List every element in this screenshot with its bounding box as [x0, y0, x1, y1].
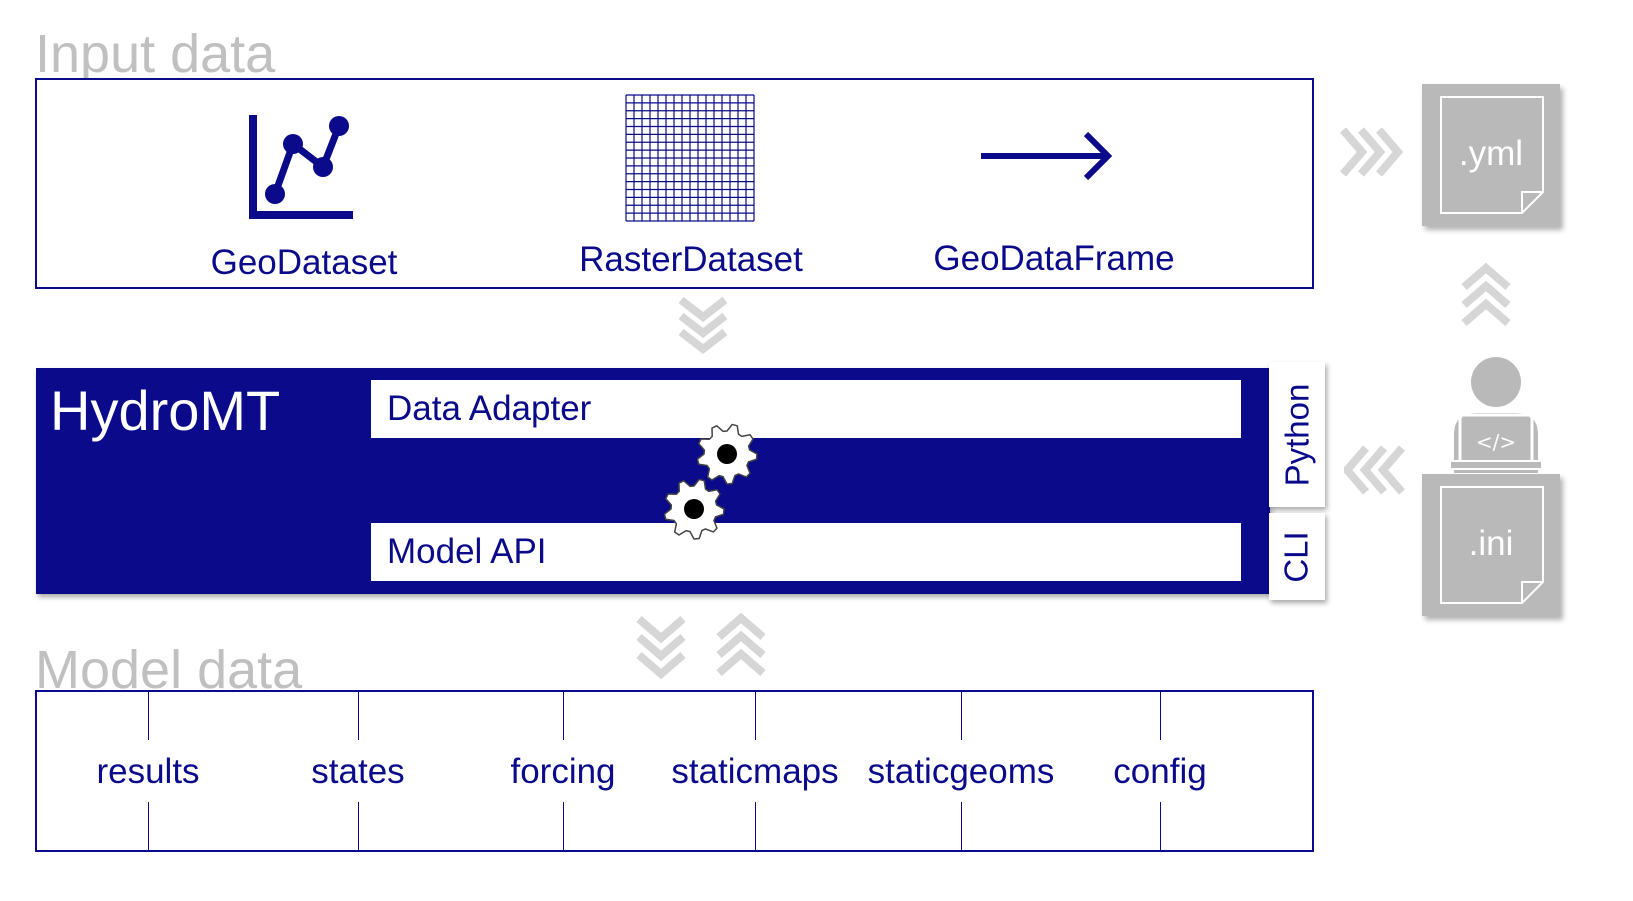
divider [961, 802, 962, 850]
divider [563, 692, 564, 740]
divider [755, 802, 756, 850]
python-tab[interactable]: Python [1269, 362, 1325, 507]
hydromt-title: HydroMT [50, 379, 281, 442]
chevron-right-icon [1340, 127, 1404, 177]
line-chart-icon [249, 115, 353, 219]
model-api-bar: Model API [371, 523, 1241, 581]
file-outline-icon [1440, 96, 1544, 214]
model-item-staticgeoms: staticgeoms [867, 752, 1055, 791]
arrow-right-icon [981, 131, 1113, 181]
chevron-down-icon [678, 297, 728, 355]
model-item-config: config [1113, 752, 1207, 791]
divider [358, 692, 359, 740]
divider [755, 692, 756, 740]
geodataframe-label: GeoDataFrame [933, 239, 1175, 278]
model-item-forcing: forcing [510, 752, 616, 791]
divider [148, 692, 149, 740]
chevron-left-icon [1344, 445, 1406, 495]
cli-tab-label: CLI [1277, 530, 1315, 583]
data-adapter-bar: Data Adapter [371, 380, 1241, 438]
chevron-down-icon [636, 616, 686, 680]
yml-file-label: .yml [1458, 134, 1524, 173]
divider [961, 692, 962, 740]
model-item-results: results [96, 752, 200, 791]
model-data-box [35, 690, 1314, 852]
gear-icon [696, 423, 758, 485]
model-data-title: Model data [35, 640, 303, 700]
gear-icon [663, 478, 725, 540]
divider [358, 802, 359, 850]
yml-file-icon: .yml [1422, 84, 1560, 226]
input-data-title: Input data [35, 24, 276, 84]
svg-text:</>: </> [1476, 430, 1516, 454]
cli-tab[interactable]: CLI [1269, 513, 1325, 600]
divider [148, 802, 149, 850]
chevron-up-icon [1461, 262, 1511, 327]
user-laptop-icon: </> [1449, 357, 1543, 473]
python-tab-label: Python [1278, 383, 1315, 486]
model-item-states: states [311, 752, 405, 791]
model-item-staticmaps: staticmaps [671, 752, 839, 791]
ini-file-icon: .ini [1422, 474, 1560, 616]
divider [1160, 802, 1161, 850]
geodataset-label: GeoDataset [210, 243, 398, 282]
grid-icon [625, 94, 755, 222]
divider [1160, 692, 1161, 740]
divider [563, 802, 564, 850]
chevron-up-icon [716, 612, 766, 677]
ini-file-label: .ini [1468, 524, 1514, 563]
rasterdataset-label: RasterDataset [579, 240, 803, 279]
file-outline-icon [1440, 486, 1544, 604]
